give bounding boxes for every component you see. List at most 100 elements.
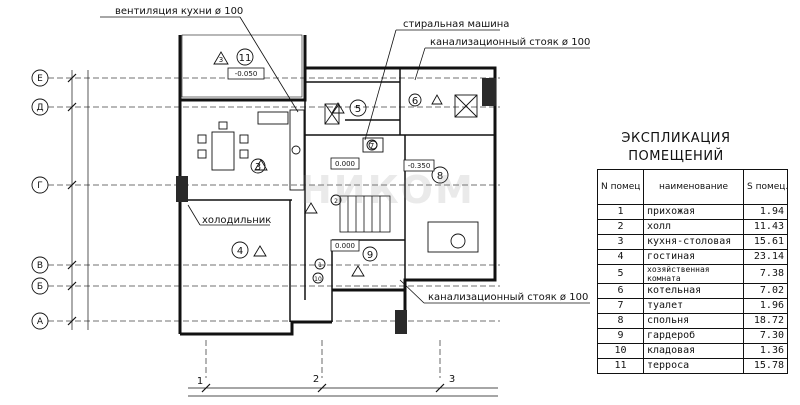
callout-sewer-riser-top: канализационный стояк ø 100 xyxy=(430,37,590,48)
level-terrace: -0.050 xyxy=(235,70,258,78)
axis-lines xyxy=(48,77,500,378)
row-num: 1 xyxy=(597,204,644,220)
terrace-outline xyxy=(181,34,303,98)
callout-leaders xyxy=(100,16,590,304)
row-area: 1.94 xyxy=(743,204,788,220)
row-area: 18.72 xyxy=(743,313,788,329)
row-area: 1.96 xyxy=(743,298,788,314)
row-name: гостиная xyxy=(643,249,744,265)
row-name: гардероб xyxy=(643,328,744,344)
axis-label-a: А xyxy=(37,317,44,327)
row-name: холл xyxy=(643,219,744,235)
row-name: спольня xyxy=(643,313,744,329)
dining-table xyxy=(197,121,249,171)
axis-label-v: В xyxy=(37,261,43,271)
row-name: терроса xyxy=(643,358,744,374)
header-num: N помец xyxy=(597,169,644,205)
row-num: 4 xyxy=(597,249,644,265)
row-num: 3 xyxy=(597,234,644,250)
svg-text:10: 10 xyxy=(314,276,322,283)
table-header-row: N помец наименование S помец. м² xyxy=(597,169,788,205)
row-num: 5 xyxy=(597,264,644,284)
axis-label-3: 3 xyxy=(449,374,455,385)
explication-table: N помец наименование S помец. м² 1прихож… xyxy=(597,169,788,374)
row-area: 11.43 xyxy=(743,219,788,235)
row-area: 7.38 xyxy=(743,264,788,284)
svg-text:1: 1 xyxy=(318,262,322,269)
svg-text:11: 11 xyxy=(239,53,252,64)
row-area: 1.36 xyxy=(743,343,788,359)
axis-label-d: Д xyxy=(36,103,43,113)
callout-kitchen-vent: вентиляция кухни ø 100 xyxy=(115,6,243,17)
row-area: 15.61 xyxy=(743,234,788,250)
row-num: 7 xyxy=(597,298,644,314)
svg-text:3: 3 xyxy=(219,56,223,64)
row-area: 7.02 xyxy=(743,283,788,299)
stairs xyxy=(339,195,391,233)
header-name: наименование xyxy=(643,169,744,205)
boiler-equipment xyxy=(324,94,479,253)
row-num: 2 xyxy=(597,219,644,235)
axis-label-b: Б xyxy=(37,282,43,292)
explication-title: ЭКСПЛИКАЦИЯ xyxy=(621,131,731,146)
level-boiler: -0.350 xyxy=(408,162,431,170)
level-marks xyxy=(227,67,435,252)
row-name: котельная xyxy=(643,283,744,299)
kitchen-counter xyxy=(257,109,305,191)
svg-text:4: 4 xyxy=(237,246,243,257)
svg-text:3: 3 xyxy=(255,162,261,173)
exterior-walls xyxy=(178,35,497,336)
row-num: 11 xyxy=(597,358,644,374)
svg-text:2: 2 xyxy=(334,198,338,205)
room-numbers: 11 3 3 4 5 6 7 8 9 1 10 2 xyxy=(219,53,443,283)
level-lower: 0.000 xyxy=(335,242,355,250)
dimension-lines xyxy=(67,70,498,397)
row-area: 15.78 xyxy=(743,358,788,374)
level-main: 0.000 xyxy=(335,160,355,168)
svg-text:7: 7 xyxy=(370,142,374,150)
row-num: 10 xyxy=(597,343,644,359)
level-values: -0.050 0.000 -0.350 0.000 xyxy=(235,70,431,250)
row-name: прихожая xyxy=(643,204,744,220)
callout-washing-machine: стиральная машина xyxy=(403,19,509,30)
header-area: S помец. м² xyxy=(743,169,788,205)
svg-text:6: 6 xyxy=(412,96,418,107)
axis-bubbles xyxy=(31,69,49,330)
callout-fridge: холодильник xyxy=(202,215,271,226)
explication-subtitle: ПОМЕЩЕНИЙ xyxy=(628,149,724,164)
axis-label-e: Е xyxy=(37,74,43,84)
axis-label-g: Г xyxy=(37,181,43,191)
callouts: вентиляция кухни ø 100 стиральная машина… xyxy=(115,6,590,303)
axis-label-2: 2 xyxy=(313,374,319,385)
row-name: кладовая xyxy=(643,343,744,359)
row-num: 9 xyxy=(597,328,644,344)
room-markers xyxy=(213,48,449,284)
row-name: туалет xyxy=(643,298,744,314)
callout-sewer-riser-bottom: канализационный стояк ø 100 xyxy=(428,292,588,303)
axis-label-1: 1 xyxy=(197,376,203,387)
svg-text:9: 9 xyxy=(367,250,373,261)
svg-text:8: 8 xyxy=(437,171,443,182)
row-num: 8 xyxy=(597,313,644,329)
row-num: 6 xyxy=(597,283,644,299)
row-area: 23.14 xyxy=(743,249,788,265)
interior-walls xyxy=(180,68,495,322)
svg-text:5: 5 xyxy=(355,104,361,115)
wall-columns xyxy=(176,78,496,334)
row-name: хозяйственная комната xyxy=(643,264,744,284)
row-name: кухня-столовая xyxy=(643,234,744,250)
axis-letters: Е Д Г В Б А xyxy=(36,74,43,327)
row-area: 7.30 xyxy=(743,328,788,344)
